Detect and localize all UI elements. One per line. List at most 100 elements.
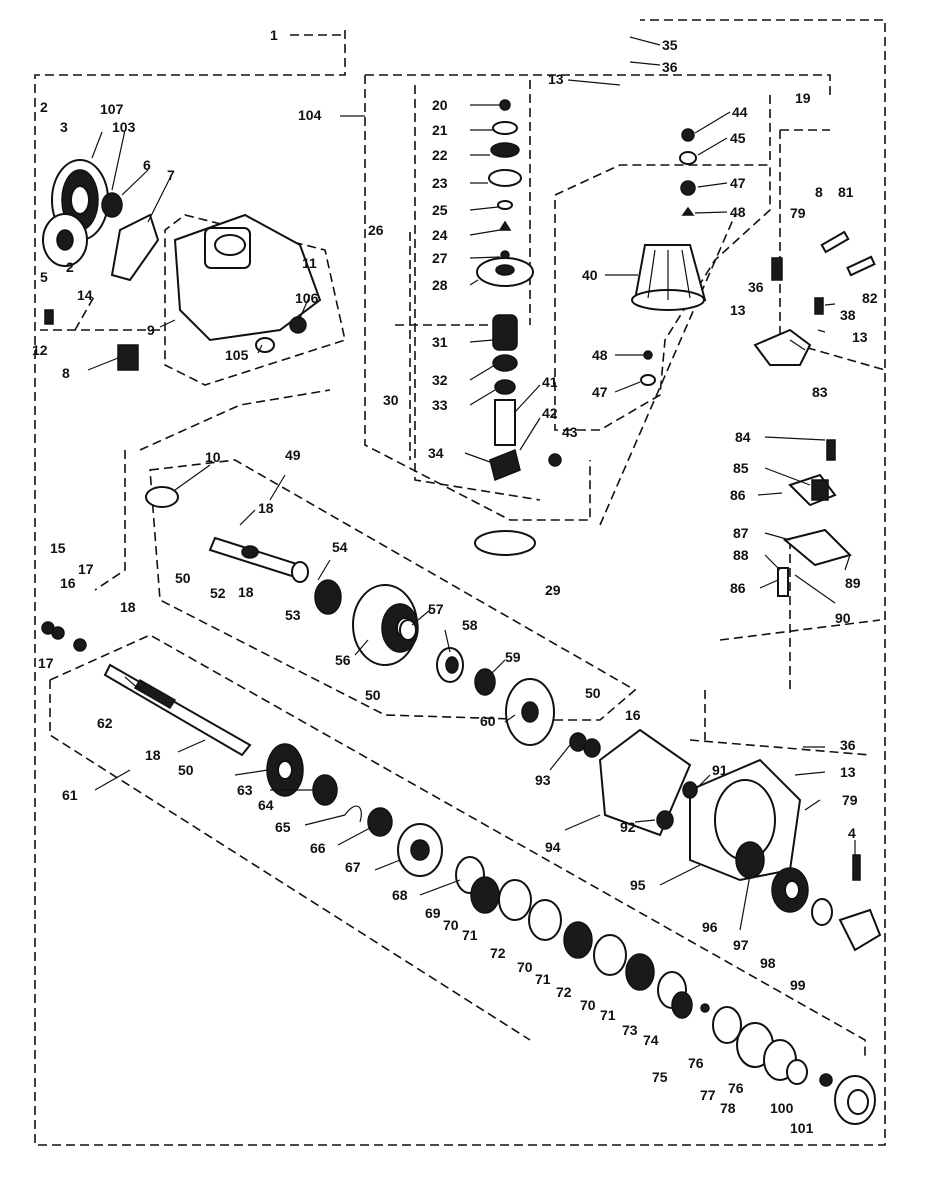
label-31: 31 [432,334,448,350]
label-84: 84 [735,429,751,445]
label-28: 28 [432,277,448,293]
label-2b: 2 [66,259,74,275]
label-53: 53 [285,607,301,623]
part-shapes [41,99,882,1125]
label-41: 41 [542,374,558,390]
label-75: 75 [652,1069,668,1085]
label-96: 96 [702,919,718,935]
label-45: 45 [730,130,746,146]
label-27: 27 [432,250,448,266]
label-18b: 18 [238,584,254,600]
label-2: 2 [40,99,48,115]
label-20: 20 [432,97,448,113]
label-24: 24 [432,227,448,243]
label-47: 47 [730,175,746,191]
label-33: 33 [432,397,448,413]
label-50c: 50 [585,685,601,701]
label-63: 63 [237,782,253,798]
label-89: 89 [845,575,861,591]
label-70c: 70 [580,997,596,1013]
label-58: 58 [462,617,478,633]
label-106: 106 [295,290,319,306]
label-85: 85 [733,460,749,476]
label-86: 86 [730,487,746,503]
label-57: 57 [428,601,444,617]
label-67: 67 [345,859,361,875]
label-43: 43 [562,424,578,440]
label-13c: 13 [852,329,868,345]
gasket-part [598,728,692,837]
label-50b: 50 [365,687,381,703]
label-105: 105 [225,347,249,363]
label-107: 107 [100,101,124,117]
label-35: 35 [662,37,678,53]
label-3: 3 [60,119,68,135]
label-36c: 36 [840,737,856,753]
label-15: 15 [50,540,66,556]
label-4: 4 [848,825,856,841]
label-65: 65 [275,819,291,835]
label-16b: 16 [60,575,76,591]
label-5: 5 [40,269,48,285]
label-9: 9 [147,322,155,338]
label-48: 48 [730,204,746,220]
label-13: 13 [548,71,564,87]
leader-lines [87,36,856,931]
label-86b: 86 [730,580,746,596]
label-1: 1 [270,27,278,43]
label-83: 83 [812,384,828,400]
label-50d: 50 [178,762,194,778]
label-62: 62 [97,715,113,731]
label-8: 8 [62,365,70,381]
label-93: 93 [535,772,551,788]
label-50: 50 [175,570,191,586]
label-17b: 17 [38,655,54,671]
label-76: 76 [688,1055,704,1071]
label-26: 26 [368,222,384,238]
label-76b: 76 [728,1080,744,1096]
label-18: 18 [258,500,274,516]
label-23: 23 [432,175,448,191]
label-44: 44 [732,104,748,120]
label-79b: 79 [842,792,858,808]
label-13d: 13 [840,764,856,780]
label-98: 98 [760,955,776,971]
label-70: 70 [443,917,459,933]
label-54: 54 [332,539,348,555]
label-59: 59 [505,649,521,665]
label-42: 42 [542,405,558,421]
label-10: 10 [205,449,221,465]
label-8b: 8 [815,184,823,200]
label-7: 7 [167,167,175,183]
label-40: 40 [582,267,598,283]
label-47b: 47 [592,384,608,400]
label-29: 29 [545,582,561,598]
label-91: 91 [712,762,728,778]
label-60: 60 [480,713,496,729]
label-18d: 18 [145,747,161,763]
label-18c: 18 [120,599,136,615]
label-97: 97 [733,937,749,953]
label-70b: 70 [517,959,533,975]
label-94: 94 [545,839,561,855]
label-95: 95 [630,877,646,893]
label-100: 100 [770,1100,794,1116]
assembly-boundary [34,19,886,1146]
label-72: 72 [490,945,506,961]
label-88: 88 [733,547,749,563]
label-11: 11 [302,255,317,271]
label-12: 12 [32,342,48,358]
label-66: 66 [310,840,326,856]
label-49: 49 [285,447,301,463]
label-78: 78 [720,1100,736,1116]
label-16: 16 [625,707,641,723]
label-32: 32 [432,372,448,388]
label-71c: 71 [600,1007,616,1023]
label-90: 90 [835,610,851,626]
label-77: 77 [700,1087,716,1103]
label-48b: 48 [592,347,608,363]
label-99: 99 [790,977,806,993]
label-101: 101 [790,1120,814,1136]
label-82: 82 [862,290,878,306]
